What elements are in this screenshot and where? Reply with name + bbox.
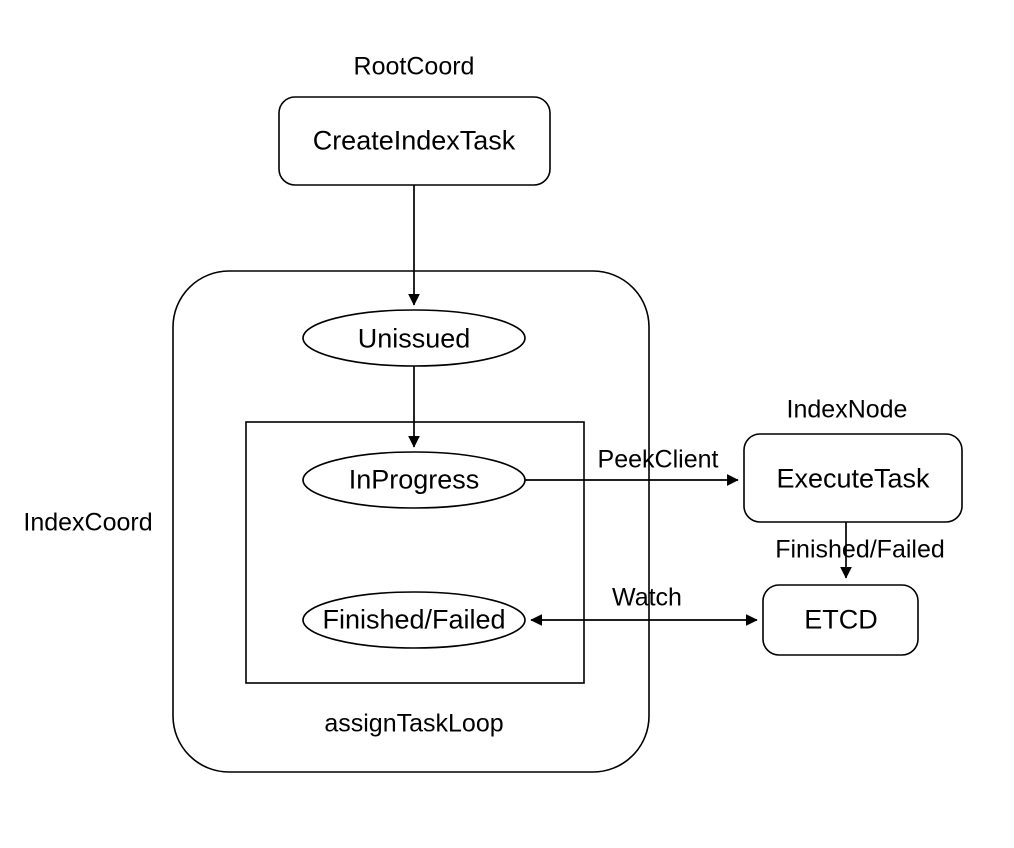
group-label-indexnode: IndexNode bbox=[786, 395, 908, 424]
node-label-execute-task: ExecuteTask bbox=[776, 463, 930, 494]
node-label-etcd: ETCD bbox=[804, 604, 878, 635]
node-label-unissued: Unissued bbox=[357, 323, 471, 354]
group-label-rootcoord: RootCoord bbox=[353, 52, 475, 81]
group-label-assigntaskloop: assignTaskLoop bbox=[324, 709, 504, 738]
edge-label-peek-client: PeekClient bbox=[597, 445, 719, 474]
edge-label-finished-failed: Finished/Failed bbox=[775, 535, 945, 564]
node-label-create-index-task: CreateIndexTask bbox=[312, 125, 516, 156]
node-label-in-progress: InProgress bbox=[348, 464, 480, 495]
indexcoord-container bbox=[172, 270, 650, 773]
edge-label-watch: Watch bbox=[612, 583, 682, 612]
group-label-indexcoord: IndexCoord bbox=[23, 508, 153, 537]
node-etcd[interactable] bbox=[762, 584, 919, 656]
assigntaskloop-container bbox=[245, 421, 585, 684]
node-label-finished-failed-state: Finished/Failed bbox=[322, 604, 506, 635]
node-finished-failed-state[interactable] bbox=[302, 591, 526, 649]
node-execute-task[interactable] bbox=[743, 433, 963, 523]
